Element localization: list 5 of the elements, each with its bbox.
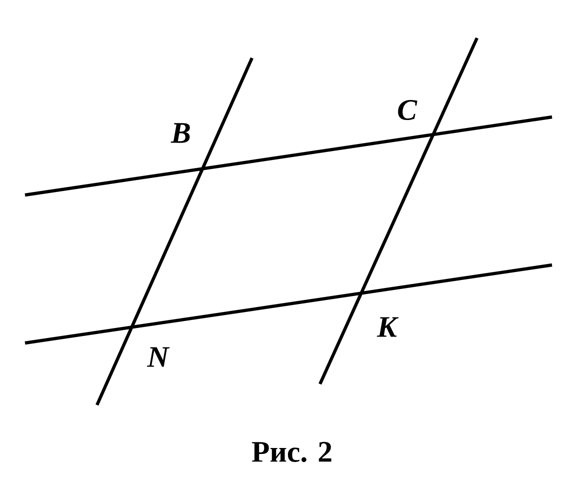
point-label: N bbox=[146, 347, 170, 367]
point-label: C bbox=[398, 100, 418, 120]
point-label: K bbox=[376, 317, 399, 337]
figure-caption: Рис. 2 bbox=[252, 442, 332, 462]
point-label: B bbox=[170, 123, 190, 143]
